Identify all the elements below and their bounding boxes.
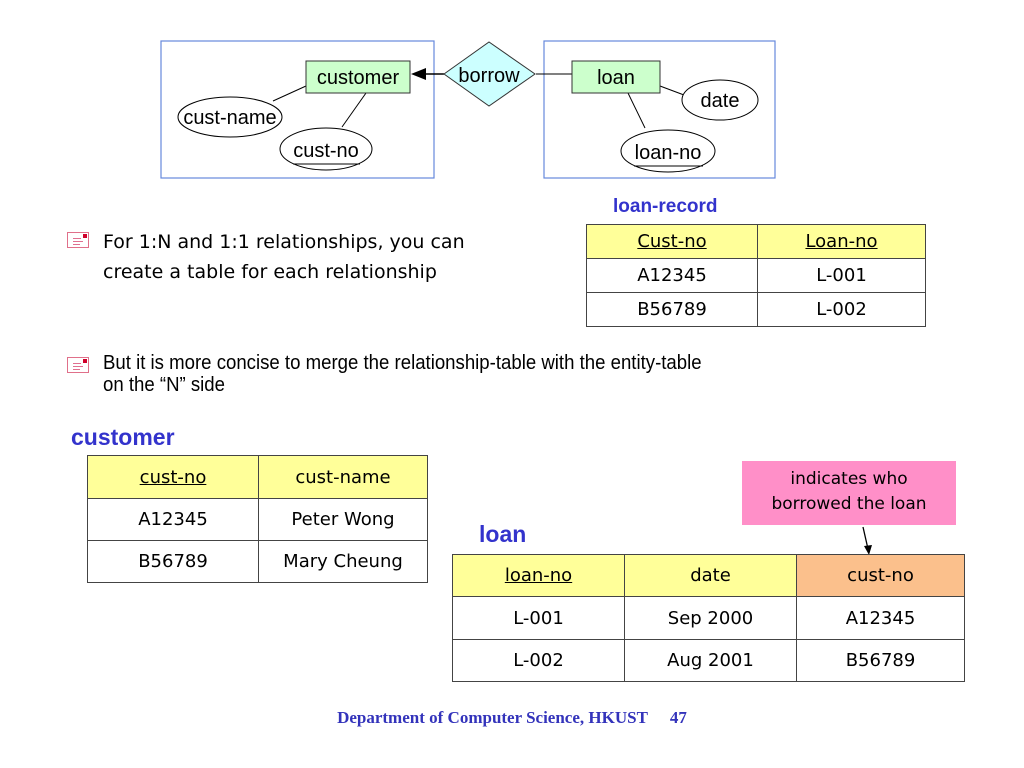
header-date: date [624,554,797,597]
foreign-key-callout: indicates who borrowed the loan [742,461,956,525]
bullet-2-line-1: But it is more concise to merge the rela… [103,352,702,374]
cust-name-attribute-label: cust-name [183,107,276,129]
customer-frame [160,40,435,179]
customer-table-title: customer [71,424,175,450]
bullet-1: For 1:N and 1:1 relationships, you can c… [103,229,465,285]
header-cust-no: Cust-no [586,224,758,259]
table-header-row: Cust-no Loan-no [586,224,926,259]
slide-footer: Department of Computer Science, HKUST 47 [0,708,1024,728]
loan-table: loan-no date cust-no L-001 Sep 2000 A123… [452,554,965,682]
table-row: A12345 Peter Wong [87,498,428,541]
table-row: L-002 Aug 2001 B56789 [452,639,965,682]
header-cust-name: cust-name [258,455,428,499]
loan-entity [571,60,661,94]
callout-arrow-icon [862,526,872,555]
borrow-relationship [443,41,536,107]
page-number: 47 [669,708,687,727]
table-cell: L-002 [757,292,926,327]
table-header-row: cust-no cust-name [87,455,428,499]
table-cell: L-001 [452,596,625,640]
table-cell: L-001 [757,258,926,293]
customer-entity [305,60,411,94]
bullet-2: But it is more concise to merge the rela… [103,352,702,396]
customer-custname-edge [272,85,307,102]
table-cell: B56789 [796,639,965,682]
cust-no-attribute [279,127,373,171]
loan-no-attribute [620,129,716,173]
callout-line-1: indicates who [790,469,908,489]
loan-loanno-edge [627,92,646,129]
table-cell: L-002 [452,639,625,682]
cust-name-attribute [177,96,283,138]
table-cell: A12345 [586,258,758,293]
table-cell: B56789 [87,540,259,583]
date-attribute-label: date [701,90,740,112]
table-row: B56789 L-002 [586,292,926,327]
loan-entity-label: loan [597,67,635,89]
table-cell: Sep 2000 [624,596,797,640]
table-header-row: loan-no date cust-no [452,554,965,597]
loan-frame [543,40,776,179]
loan-record-title: loan-record [613,196,718,217]
header-loan-no: loan-no [452,554,625,597]
table-cell: Peter Wong [258,498,428,541]
table-row: B56789 Mary Cheung [87,540,428,583]
note-bullet-icon [67,232,89,248]
customer-table: cust-no cust-name A12345 Peter Wong B567… [87,455,428,583]
table-cell: A12345 [796,596,965,640]
header-loan-no: Loan-no [757,224,926,259]
loan-date-edge [659,85,685,96]
callout-line-2: borrowed the loan [771,494,927,514]
arrowhead-icon [411,68,426,80]
table-cell: A12345 [87,498,259,541]
table-row: L-001 Sep 2000 A12345 [452,596,965,640]
bullet-1-line-1: For 1:N and 1:1 relationships, you can [103,231,465,253]
customer-entity-label: customer [317,67,400,89]
bullet-2-line-2: on the “N” side [103,374,225,396]
footer-department: Department of Computer Science, HKUST [337,708,648,727]
customer-custno-edge [341,92,367,128]
loan-no-attribute-label: loan-no [635,142,702,164]
header-cust-no-foreign-key: cust-no [796,554,965,597]
date-attribute [681,79,759,121]
loan-record-table: Cust-no Loan-no A12345 L-001 B56789 L-00… [586,224,926,327]
cust-no-attribute-label: cust-no [293,140,359,162]
bullet-1-line-2: create a table for each relationship [103,261,437,283]
note-bullet-icon [67,357,89,373]
table-cell: Aug 2001 [624,639,797,682]
table-cell: B56789 [586,292,758,327]
er-diagram: customer loan borrow cust-name cust-no d… [160,40,776,179]
header-cust-no: cust-no [87,455,259,499]
loan-table-title: loan [479,521,527,547]
borrow-relationship-label: borrow [458,65,520,87]
table-row: A12345 L-001 [586,258,926,293]
table-cell: Mary Cheung [258,540,428,583]
